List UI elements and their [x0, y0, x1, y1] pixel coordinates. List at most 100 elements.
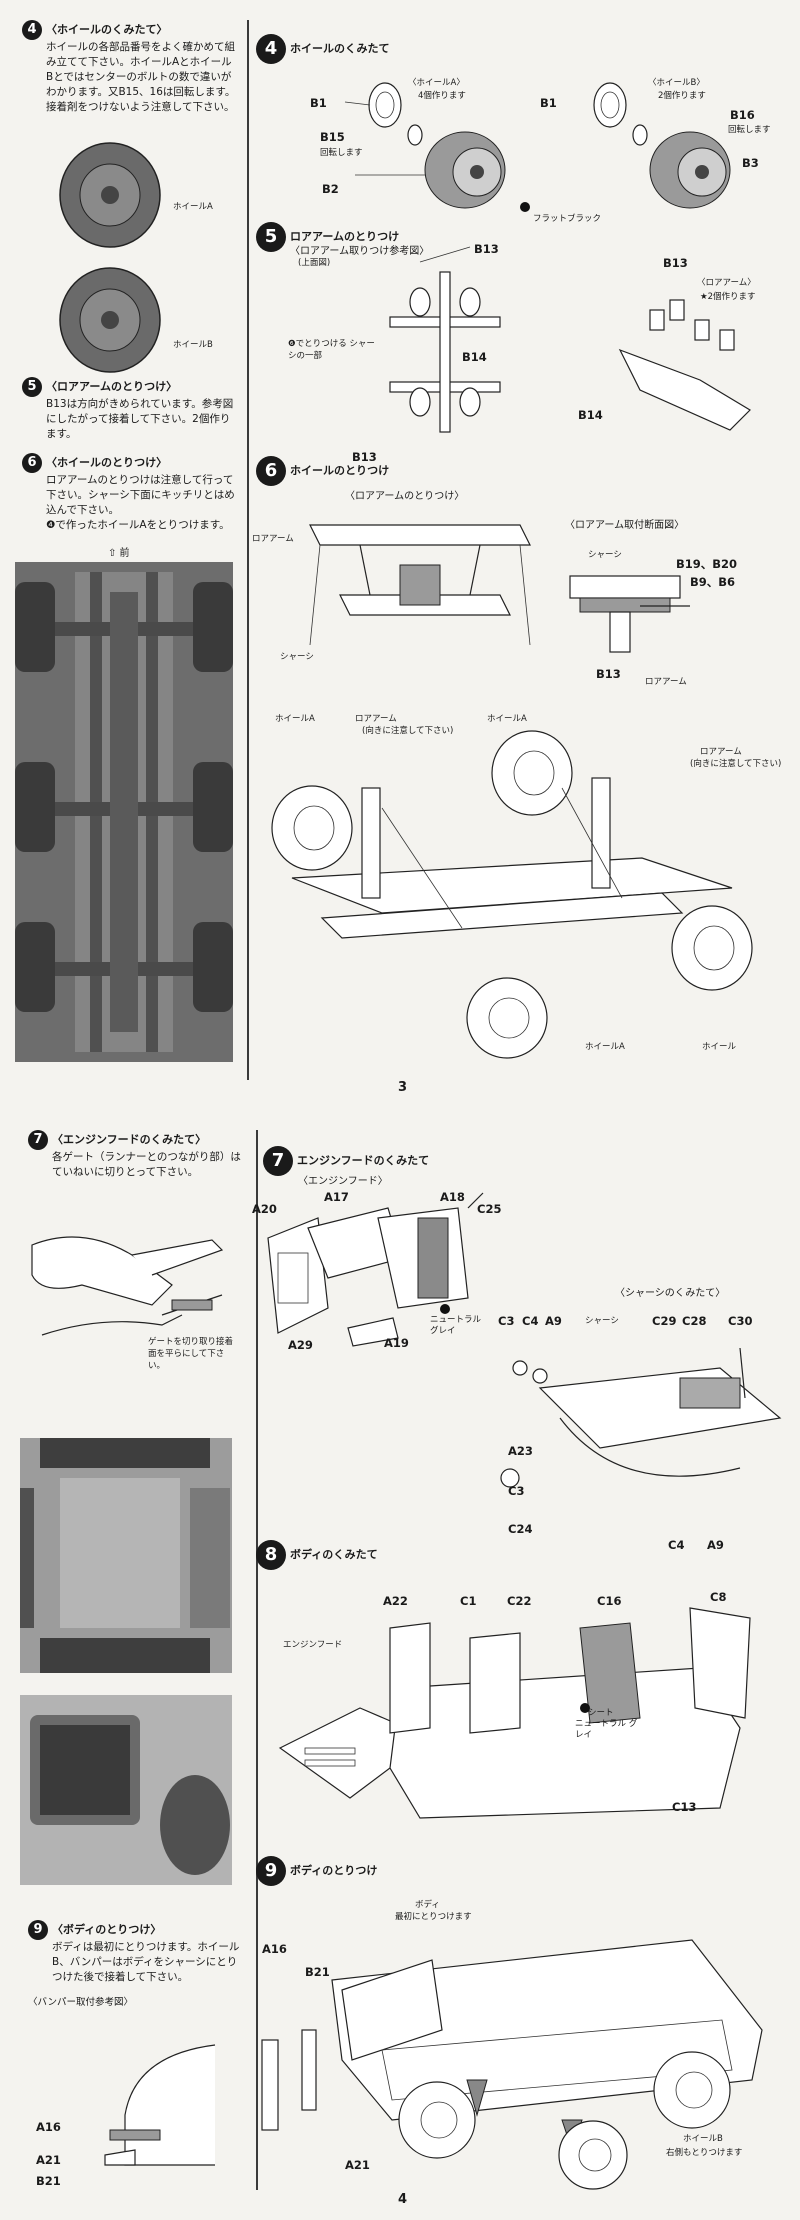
seat-label: シート — [588, 1708, 614, 1718]
body-note: ボディ — [415, 1900, 440, 1910]
wheel-a-label: ホイールA — [585, 1042, 625, 1052]
wheel-a-label: ホイールA — [275, 714, 315, 724]
part-label: A16 — [36, 2120, 61, 2134]
seat-color-note: ニュートラル グレイ — [575, 1719, 638, 1740]
part-label: B3 — [742, 156, 759, 170]
step-4-text: 4〈ホイールのくみたて〉 ホイールの各部品番号をよく確かめて組み立てて下さい。ホ… — [22, 20, 237, 115]
step-title: ホイールのとりつけ — [290, 464, 390, 477]
part-label: B13 — [474, 242, 499, 256]
part-label: A22 — [383, 1594, 408, 1608]
part-label: C24 — [508, 1522, 533, 1536]
wheel-a-illustration — [59, 142, 161, 248]
part-label: B19、B20 — [676, 557, 738, 571]
rotation-note: 回転します — [728, 125, 771, 135]
top-view-note: (上面図) — [298, 258, 331, 268]
wheel-a-count-note: 4個作ります — [418, 91, 466, 101]
step-title: ボディのくみたて — [290, 1548, 378, 1561]
part-label: A18 — [440, 1190, 465, 1204]
column-divider — [247, 20, 249, 1080]
cutting-gate-illustration — [31, 1236, 224, 1336]
part-label: C22 — [507, 1594, 532, 1608]
manual-page-3: 4〈ホイールのくみたて〉 ホイールの各部品番号をよく確かめて組み立てて下さい。ホ… — [0, 0, 800, 1110]
part-label: A19 — [384, 1336, 409, 1350]
reference-figure-title: 〈ロアアーム取りつけ参考図〉 — [290, 246, 430, 257]
step-number-badge: 6 — [22, 453, 42, 473]
part-label: B2 — [322, 182, 339, 196]
flat-black-label: フラットブラック — [533, 214, 602, 224]
part-label: C3 — [508, 1484, 525, 1498]
part-label: B21 — [36, 2174, 61, 2188]
wheel-b-label: ホイールB — [173, 340, 213, 350]
rotation-note: 回転します — [320, 148, 363, 158]
part-label: C4 — [668, 1538, 685, 1552]
step-number-badge: 7 — [28, 1130, 48, 1150]
part-label: C25 — [477, 1202, 502, 1216]
part-label: A20 — [252, 1202, 277, 1216]
step-title: ホイールのくみたて — [290, 42, 390, 55]
lower-arm-count-note: ★2個作ります — [700, 292, 756, 302]
orientation-note: (向きに注意して下さい) — [690, 759, 782, 769]
part-label: A21 — [36, 2153, 61, 2167]
part-label: A16 — [262, 1942, 287, 1956]
step-number-badge: 5 — [22, 377, 42, 397]
step-title: 〈ロアアームのとりつけ〉 — [46, 380, 178, 393]
part-label: C3 — [498, 1314, 515, 1328]
column-divider — [256, 1130, 258, 2190]
step-9-text: 9〈ボディのとりつけ〉 ボディは最初にとりつけます。ホイールB、バンパーはボディ… — [28, 1920, 243, 1985]
orientation-note: (向きに注意して下さい) — [362, 726, 454, 736]
lower-arm-label: ロアアーム — [645, 677, 687, 687]
part-label: C1 — [460, 1594, 477, 1608]
lower-arm-label: ロアアーム — [700, 747, 742, 757]
manual-page-4: 7〈エンジンフードのくみたて〉 各ゲート（ランナーとのつながり部）はていねいに切… — [0, 1110, 800, 2220]
wheel-a-title: 〈ホイールA〉 — [408, 78, 465, 88]
neutral-gray-note: ニュートラル グレイ — [430, 1315, 482, 1336]
part-label: B21 — [305, 1965, 330, 1979]
step-7-text: 7〈エンジンフードのくみたて〉 各ゲート（ランナーとのつながり部）はていねいに切… — [28, 1130, 243, 1180]
page-number: 4 — [398, 2192, 408, 2207]
chassis-label: シャーシ — [280, 652, 314, 662]
chassis-note: ❻でとりつける シャーシの一部 — [288, 339, 375, 361]
part-label: B9、B6 — [690, 575, 736, 589]
part-label: B13 — [352, 450, 377, 464]
part-label: B16 — [730, 108, 755, 122]
wheel-a-exploded-diagram — [344, 82, 506, 209]
part-label: B1 — [540, 96, 557, 110]
part-label: A17 — [324, 1190, 349, 1204]
step-5-text: 5〈ロアアームのとりつけ〉 B13は方向がきめられています。参考図にしたがって接… — [22, 377, 237, 442]
step-title: 〈ボディのとりつけ〉 — [52, 1923, 162, 1936]
step-6-text: 6〈ホイールのとりつけ〉 ロアアームのとりつけは注意して行って下さい。シャーシ下… — [22, 453, 237, 533]
step-title: エンジンフードのくみたて — [297, 1154, 430, 1167]
step-number-badge: 9 — [256, 1856, 286, 1886]
page-number: 3 — [398, 1080, 408, 1095]
step-8-heading: 8 ボディのくみたて — [256, 1540, 378, 1570]
wheel-a-label: ホイールA — [173, 202, 213, 212]
chassis-wheel-assembly-diagram — [271, 730, 753, 1059]
chassis-label: シャーシ — [585, 1316, 619, 1326]
wheel-a-label: ホイールA — [487, 714, 527, 724]
part-label: B14 — [578, 408, 603, 422]
paint-drop-icon — [520, 202, 530, 212]
step-title: 〈エンジンフードのくみたて〉 — [52, 1133, 207, 1146]
step-number-badge: 5 — [256, 222, 286, 252]
part-label: C4 — [522, 1314, 539, 1328]
engine-hood-subtitle: 〈エンジンフード〉 — [298, 1176, 388, 1187]
engine-grille-photo — [20, 1695, 232, 1885]
wheel-b-note: 右側もとりつけます — [666, 2148, 743, 2158]
engine-hood-underside-photo — [20, 1438, 232, 1673]
bumper-reference-diagram — [104, 2044, 216, 2166]
step-body: ロアアームのとりつけは注意して行って下さい。シャーシ下面にキッチリとはめ込んで下… — [46, 474, 235, 516]
gate-note: ゲートを切り取り接着面を平らにして下さい。 — [148, 1337, 234, 1371]
wheel-label: ホイール — [702, 1042, 737, 1052]
step-number-badge: 6 — [256, 456, 286, 486]
engine-hood-exploded-diagram — [267, 1192, 484, 1347]
part-label: B13 — [663, 256, 688, 270]
lower-arm-attach-diagram — [309, 524, 531, 646]
lower-arm-attach-title: 〈ロアアームのとりつけ〉 — [345, 491, 465, 502]
chassis-underside-photo — [15, 562, 233, 1062]
front-direction-label: ⇧ 前 — [108, 548, 130, 559]
engine-hood-label: エンジンフード — [283, 1640, 343, 1650]
chassis-assembly-diagram — [500, 1347, 782, 1488]
step-number-badge: 8 — [256, 1540, 286, 1570]
part-label: C16 — [597, 1594, 622, 1608]
